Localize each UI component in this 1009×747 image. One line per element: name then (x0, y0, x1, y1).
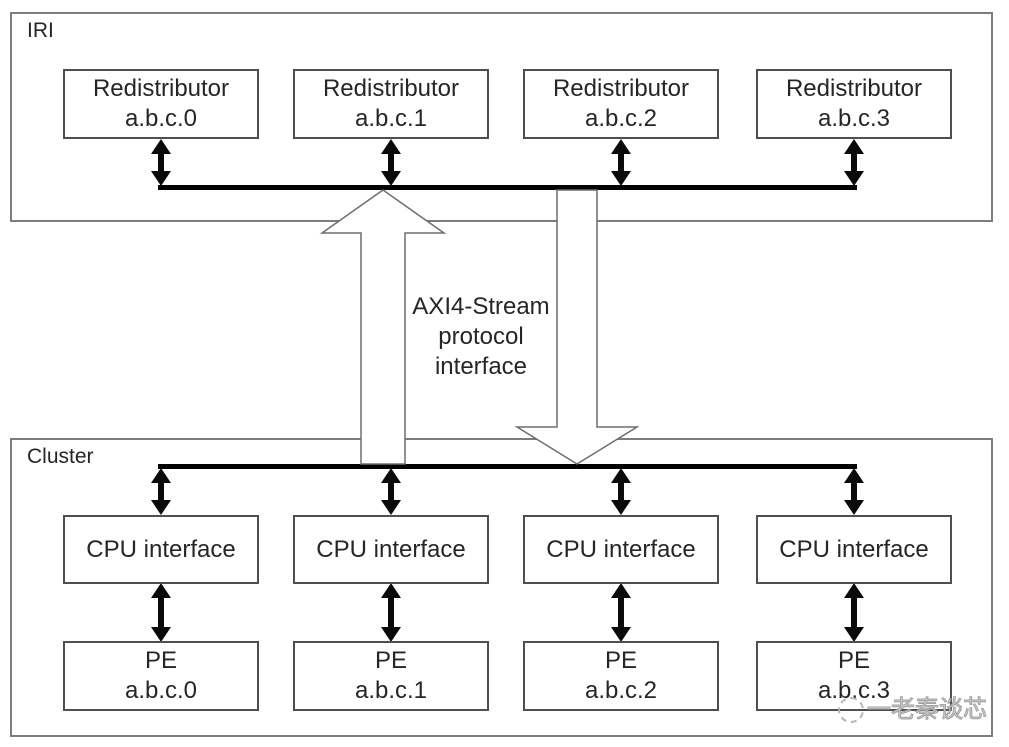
pe-box: PE a.b.c.2 (523, 641, 719, 711)
pe-name: PE (144, 647, 177, 674)
watermark-logo-icon (838, 697, 864, 723)
cpu-interface-box: CPU interface (523, 515, 719, 584)
redistributor-box: Redistributor a.b.c.3 (756, 69, 952, 139)
cpu-interface-box: CPU interface (756, 515, 952, 584)
redistributor-name: Redistributor (552, 75, 690, 102)
cpu-interface-box: CPU interface (63, 515, 259, 584)
redistributor-id: a.b.c.1 (354, 105, 428, 132)
pe-name: PE (374, 647, 407, 674)
redistributor-id: a.b.c.0 (124, 105, 198, 132)
axi-label-line: AXI4-Stream (412, 293, 550, 320)
redistributor-id: a.b.c.2 (584, 105, 658, 132)
cpu-interface-box: CPU interface (293, 515, 489, 584)
redistributor-name: Redistributor (322, 75, 460, 102)
cpu-interface-label: CPU interface (316, 535, 466, 563)
redistributor-id: a.b.c.3 (817, 105, 891, 132)
axi-label-line: protocol (438, 323, 524, 350)
axi-label-line: interface (434, 353, 528, 380)
iri-label: IRI (27, 19, 54, 42)
pe-name: PE (837, 647, 870, 674)
cluster-label: Cluster (27, 445, 94, 468)
pe-box: PE a.b.c.0 (63, 641, 259, 711)
pe-box: PE a.b.c.1 (293, 641, 489, 711)
pe-name: PE (604, 647, 637, 674)
axi-protocol-label: AXI4-Stream protocol interface (399, 292, 563, 382)
redistributor-name: Redistributor (92, 75, 230, 102)
redistributor-name: Redistributor (785, 75, 923, 102)
pe-id: a.b.c.0 (124, 677, 198, 704)
watermark: 一老秦谈芯 (838, 696, 988, 723)
cpu-interface-label: CPU interface (779, 535, 929, 563)
pe-id: a.b.c.2 (584, 677, 658, 704)
redistributor-box: Redistributor a.b.c.2 (523, 69, 719, 139)
watermark-text: 一老秦谈芯 (867, 696, 988, 723)
pe-id: a.b.c.1 (354, 677, 428, 704)
cpu-interface-label: CPU interface (86, 535, 236, 563)
cpu-interface-label: CPU interface (546, 535, 696, 563)
redistributor-box: Redistributor a.b.c.1 (293, 69, 489, 139)
redistributor-box: Redistributor a.b.c.0 (63, 69, 259, 139)
